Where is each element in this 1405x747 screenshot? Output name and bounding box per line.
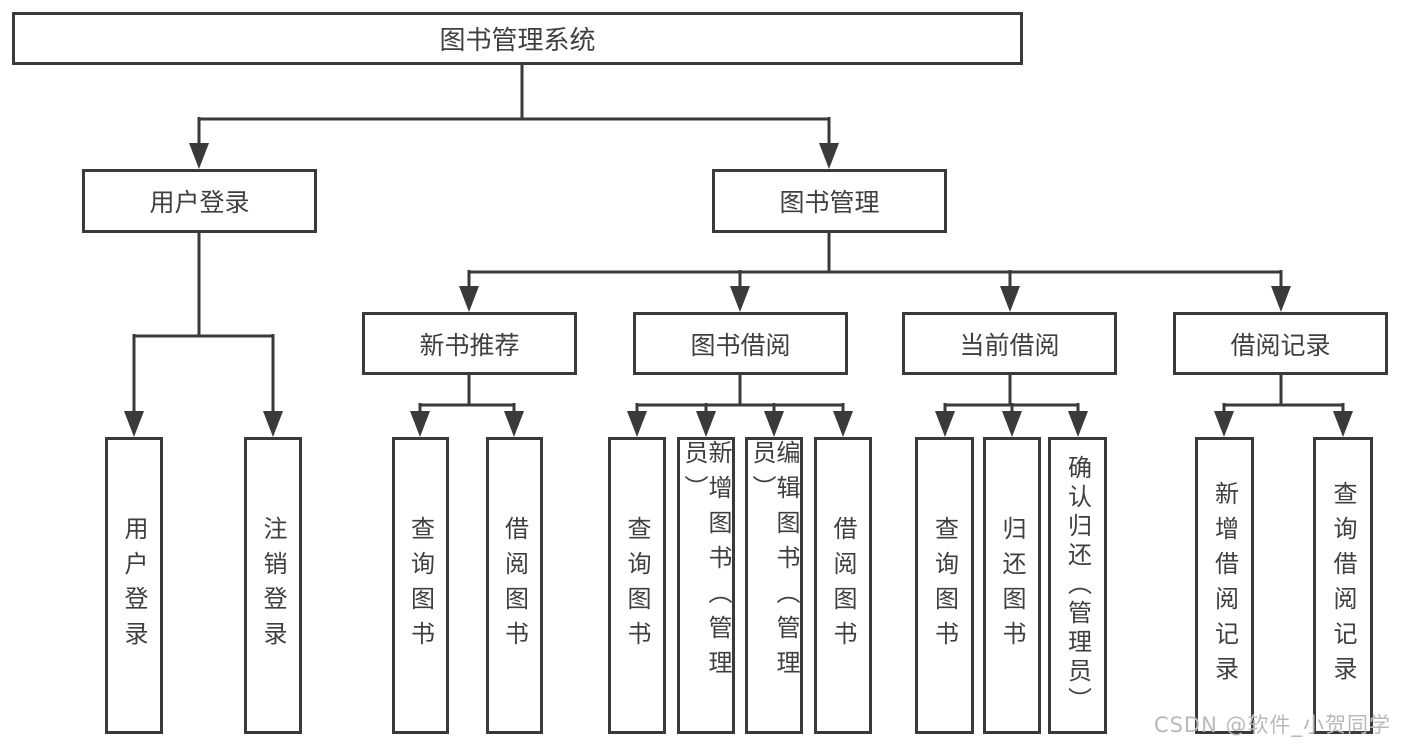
leaf-query-books-3: 查询图书 xyxy=(915,437,974,734)
leaf-label: 借阅图书 xyxy=(829,515,857,656)
leaf-label: 用户登录 xyxy=(120,515,148,656)
node-label: 图书借阅 xyxy=(690,330,791,360)
node-current-borrowing: 当前借阅 xyxy=(902,312,1117,375)
node-label: 借阅记录 xyxy=(1230,330,1331,360)
node-label: 当前借阅 xyxy=(959,330,1060,360)
csdn-watermark: CSDN @软件_小贺同学 xyxy=(1153,713,1391,737)
node-label: 图书管理系统 xyxy=(439,26,596,56)
leaf-label: 新增图书（管理员） xyxy=(680,440,732,685)
node-book-management: 图书管理 xyxy=(712,169,947,233)
leaf-label: 查询借阅记录 xyxy=(1329,480,1357,691)
leaf-add-books-admin: 新增图书（管理员） xyxy=(677,437,735,734)
leaf-label: 注销登录 xyxy=(259,515,287,656)
leaf-label: 查询图书 xyxy=(623,515,651,656)
leaf-edit-books-admin: 编辑图书（管理员） xyxy=(745,437,803,734)
leaf-label: 查询图书 xyxy=(930,515,959,656)
leaf-label: 归还图书 xyxy=(998,515,1026,656)
leaf-label: 查询图书 xyxy=(406,515,435,656)
leaf-confirm-return-admin: 确认归还（管理员） xyxy=(1048,437,1107,734)
leaf-query-borrow-record: 查询借阅记录 xyxy=(1313,437,1373,734)
node-label: 用户登录 xyxy=(149,188,250,217)
leaf-query-books-2: 查询图书 xyxy=(608,437,666,734)
leaf-return-books: 归还图书 xyxy=(983,437,1041,734)
node-user-login: 用户登录 xyxy=(82,169,317,233)
node-book-borrowing: 图书借阅 xyxy=(633,312,848,375)
leaf-add-borrow-record: 新增借阅记录 xyxy=(1195,437,1254,734)
node-new-book-recommendation: 新书推荐 xyxy=(362,312,577,375)
leaf-label: 编辑图书（管理员） xyxy=(748,440,800,685)
leaf-borrow-books-2: 借阅图书 xyxy=(814,437,872,734)
node-library-management-system: 图书管理系统 xyxy=(12,12,1023,65)
node-borrowing-records: 借阅记录 xyxy=(1173,312,1388,375)
leaf-label: 新增借阅记录 xyxy=(1210,480,1239,691)
leaf-borrow-books-1: 借阅图书 xyxy=(486,437,543,734)
node-label: 新书推荐 xyxy=(419,330,520,360)
leaf-label: 借阅图书 xyxy=(500,515,529,656)
leaf-logout: 注销登录 xyxy=(244,437,302,734)
node-label: 图书管理 xyxy=(779,188,880,217)
leaf-query-books-1: 查询图书 xyxy=(392,437,449,734)
leaf-user-login: 用户登录 xyxy=(105,437,163,734)
leaf-label: 确认归还（管理员） xyxy=(1063,455,1092,716)
